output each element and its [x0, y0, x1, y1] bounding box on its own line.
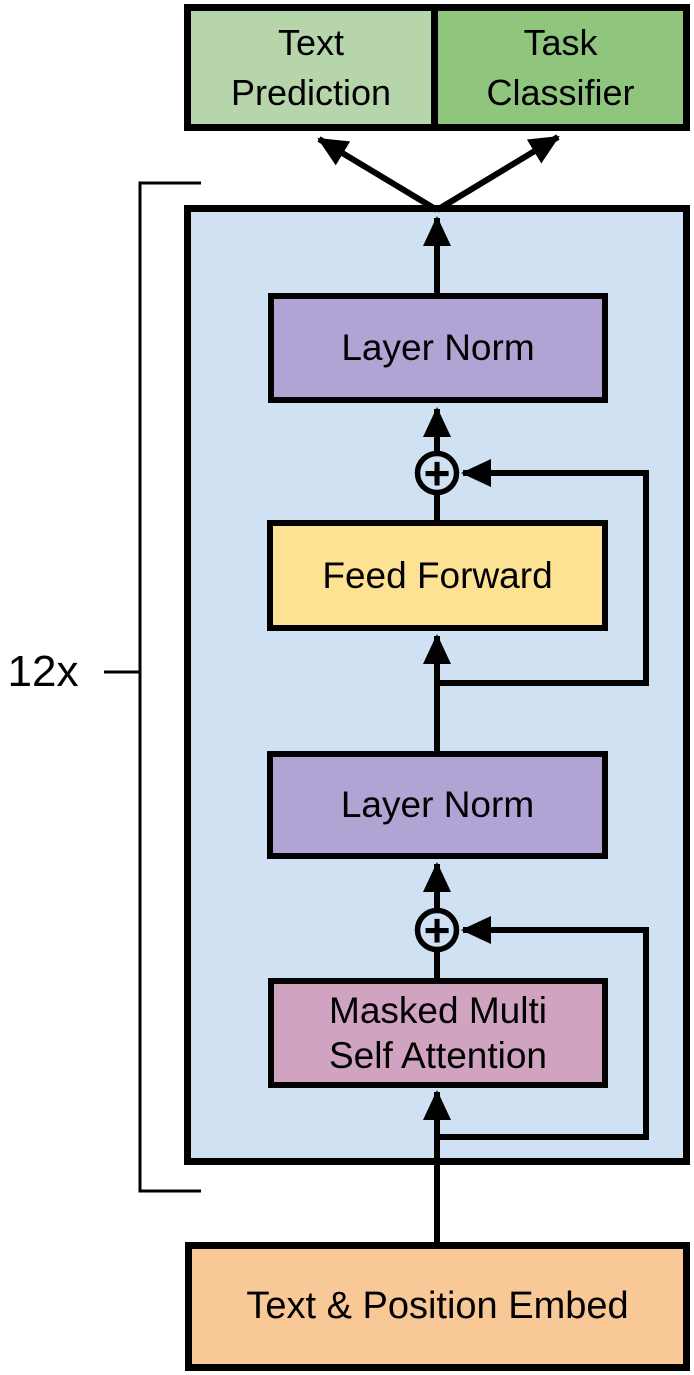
text-prediction-label: Text Prediction: [230, 21, 392, 113]
layer-norm-top-label: Layer Norm: [341, 327, 535, 369]
masked-attention-box: Masked Multi Self Attention: [268, 978, 608, 1088]
task-classifier-box: Task Classifier: [431, 4, 690, 131]
text-prediction-box: Text Prediction: [184, 4, 438, 131]
arrow-output-to-text-prediction: [317, 136, 439, 213]
masked-attention-label: Masked Multi Self Attention: [328, 989, 548, 1076]
text-position-embed-box: Text & Position Embed: [185, 1242, 690, 1371]
layer-norm-top-box: Layer Norm: [268, 293, 608, 403]
task-classifier-label: Task Classifier: [486, 21, 635, 113]
repeat-count-label: 12x: [7, 647, 79, 696]
arrow-output-to-task-classifier: [435, 134, 560, 213]
layer-norm-bottom-box: Layer Norm: [267, 751, 608, 859]
text-position-embed-label: Text & Position Embed: [246, 1285, 629, 1327]
feed-forward-label: Feed Forward: [322, 554, 553, 596]
layer-norm-bottom-label: Layer Norm: [340, 784, 535, 826]
feed-forward-box: Feed Forward: [267, 520, 608, 631]
